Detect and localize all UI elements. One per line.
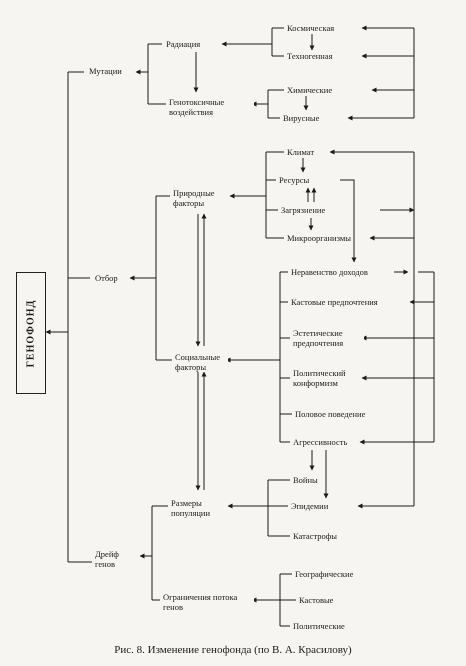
node-selection: Отбор	[94, 273, 119, 283]
edge-res-income	[340, 179, 357, 263]
node-natural: Природные факторы	[172, 188, 224, 208]
node-resources: Ресурсы	[278, 175, 311, 185]
node-social: Социальные факторы	[174, 352, 228, 372]
node-chemical: Химические	[286, 85, 334, 95]
node-aesthetic: Эстетические предпочтения	[292, 328, 364, 348]
figure-caption: Рис. 8. Изменение генофонда (по В. А. Кр…	[114, 644, 352, 656]
node-political: Политический конформизм	[292, 368, 360, 388]
node-caste: Кастовые	[298, 595, 335, 605]
genofond-box: ГЕНОФОНД	[16, 272, 46, 394]
node-caste-pref: Кастовые предпочтения	[290, 297, 379, 307]
node-population-size: Размеры популяции	[170, 498, 228, 518]
node-technogenic: Техногенная	[286, 51, 334, 61]
node-cosmic: Космическая	[286, 23, 336, 33]
node-viral: Вирусные	[282, 113, 321, 123]
node-drift: Дрейф генов	[94, 549, 140, 569]
node-microorganisms: Микроорганизмы	[286, 233, 352, 243]
node-mutations: Мутации	[88, 66, 123, 76]
node-geographic: Географические	[294, 569, 355, 579]
node-aggression: Агрессивность	[292, 437, 349, 447]
node-climate: Климат	[286, 147, 316, 157]
node-income: Неравенство доходов	[290, 267, 369, 277]
genofond-label: ГЕНОФОНД	[25, 299, 37, 367]
node-gene-flow-limits: Ограничения потока генов	[162, 592, 254, 612]
node-political-drift: Политические	[292, 621, 346, 631]
node-radiation: Радиация	[165, 39, 202, 49]
node-sexual: Половое поведение	[294, 409, 367, 419]
node-epidemics: Эпидемии	[290, 501, 330, 511]
node-catastrophes: Катастрофы	[292, 531, 339, 541]
node-pollution: Загрязнение	[280, 205, 327, 215]
node-genotoxic: Генотоксичные воздействия	[168, 97, 254, 117]
node-wars: Войны	[292, 475, 319, 485]
